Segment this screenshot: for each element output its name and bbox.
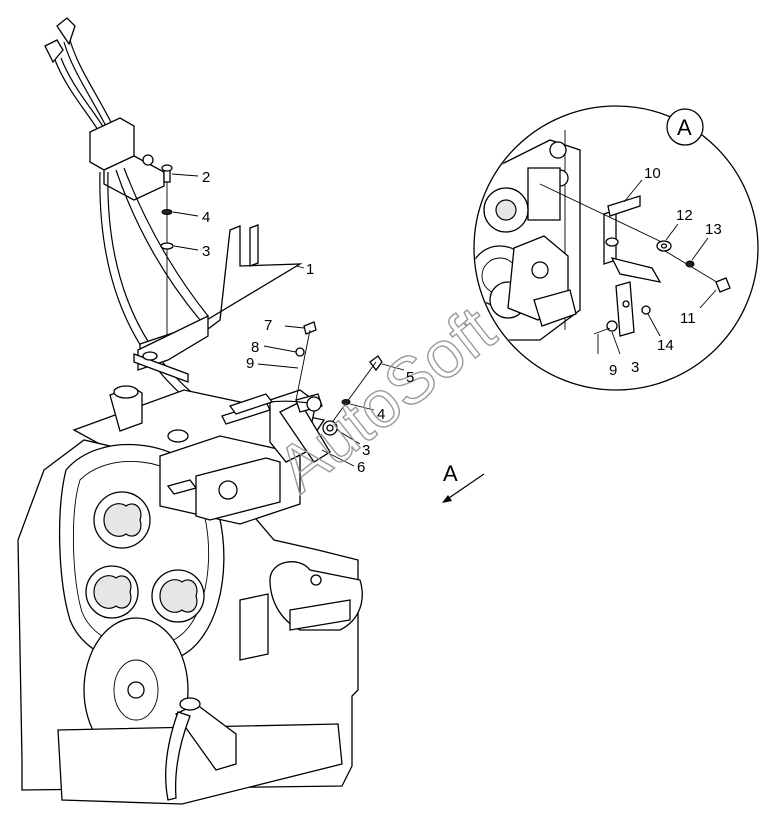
callout-2: 2 <box>202 169 210 186</box>
gear-hub-lower-right <box>151 569 205 623</box>
detail-label-a: A <box>677 115 692 140</box>
bracket-1 <box>133 224 305 383</box>
callout-6: 6 <box>357 459 365 476</box>
view-arrow-a <box>442 473 485 503</box>
side-mount <box>239 561 363 661</box>
callout-1: 1 <box>306 261 314 278</box>
callout-9-main: 9 <box>246 355 254 372</box>
gear-hub-lower-left <box>85 565 139 619</box>
callout-4-lever: 4 <box>377 406 385 423</box>
callout-10: 10 <box>644 165 661 182</box>
transmission-housing <box>17 385 363 805</box>
lever-6-assembly <box>228 355 405 467</box>
callout-3-detail: 3 <box>631 359 639 376</box>
callout-13: 13 <box>705 221 722 238</box>
callout-9-detail: 9 <box>609 362 617 379</box>
callout-12: 12 <box>676 207 693 224</box>
crank-handle <box>164 697 237 801</box>
detail-view-a <box>473 105 759 391</box>
view-label-a: A <box>443 461 458 486</box>
callout-7: 7 <box>264 317 272 334</box>
callout-11: 11 <box>680 310 696 327</box>
callout-3-lever: 3 <box>362 442 370 459</box>
fasteners-7-8-9 <box>257 321 317 401</box>
callout-labels: 1 2 3 3 3 4 4 5 6 7 8 9 9 10 11 12 13 14… <box>202 115 722 486</box>
callout-5: 5 <box>406 369 414 386</box>
callout-3-upper: 3 <box>202 243 210 260</box>
flywheel-disc <box>83 617 189 763</box>
callout-14: 14 <box>657 337 674 354</box>
upper-fastener-stack <box>160 164 199 360</box>
gear-hub-upper <box>93 491 151 549</box>
callout-8: 8 <box>251 339 259 356</box>
callout-4-upper: 4 <box>202 209 210 226</box>
